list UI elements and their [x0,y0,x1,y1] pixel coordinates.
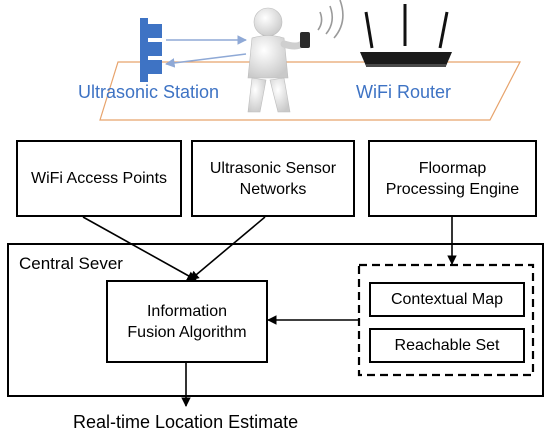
fusion-algorithm-label-line-1: Information [146,302,228,320]
wifi-signal-icon [317,0,344,39]
arrow-ultrasonic-to-fusion [189,216,266,281]
ultrasonic-sensor-networks-box: Ultrasonic Sensor Networks [191,140,355,217]
wifi-access-points-box: WiFi Access Points [16,140,182,217]
ultrasonic-sensor-networks-label-line-2: Networks [239,180,307,198]
floormap-processing-engine-label-line-2: Processing Engine [385,180,520,198]
fusion-algorithm-box: Information Fusion Algorithm [106,280,268,363]
reachable-set-label: Reachable Set [394,337,500,354]
map-container-dashed-box [357,263,535,377]
ultrasonic-station-label: Ultrasonic Station [78,82,220,102]
central-server-box [7,243,544,397]
signal-arrow-to-station [165,53,247,68]
phone-icon [300,32,310,48]
ultrasonic-sensor-networks-label-line-1: Ultrasonic Sensor [209,159,337,177]
user-figure-icon [247,7,306,113]
wifi-router-label: WiFi Router [356,82,452,102]
floormap-processing-engine-label-line-1: Floormap [418,159,487,177]
output-label: Real-time Location Estimate [73,412,299,432]
contextual-map-box: Contextual Map [369,282,525,317]
reachable-set-box: Reachable Set [369,328,525,363]
central-server-title: Central Sever [19,254,123,273]
contextual-map-label: Contextual Map [390,291,504,308]
floormap-processing-engine-box: Floormap Processing Engine [368,140,537,217]
wifi-router-icon [360,4,452,67]
arrow-wifi-to-fusion [82,216,197,281]
wifi-access-points-label: WiFi Access Points [30,170,168,187]
fusion-algorithm-label-line-2: Fusion Algorithm [127,323,247,341]
ultrasonic-station-icon [140,18,162,82]
